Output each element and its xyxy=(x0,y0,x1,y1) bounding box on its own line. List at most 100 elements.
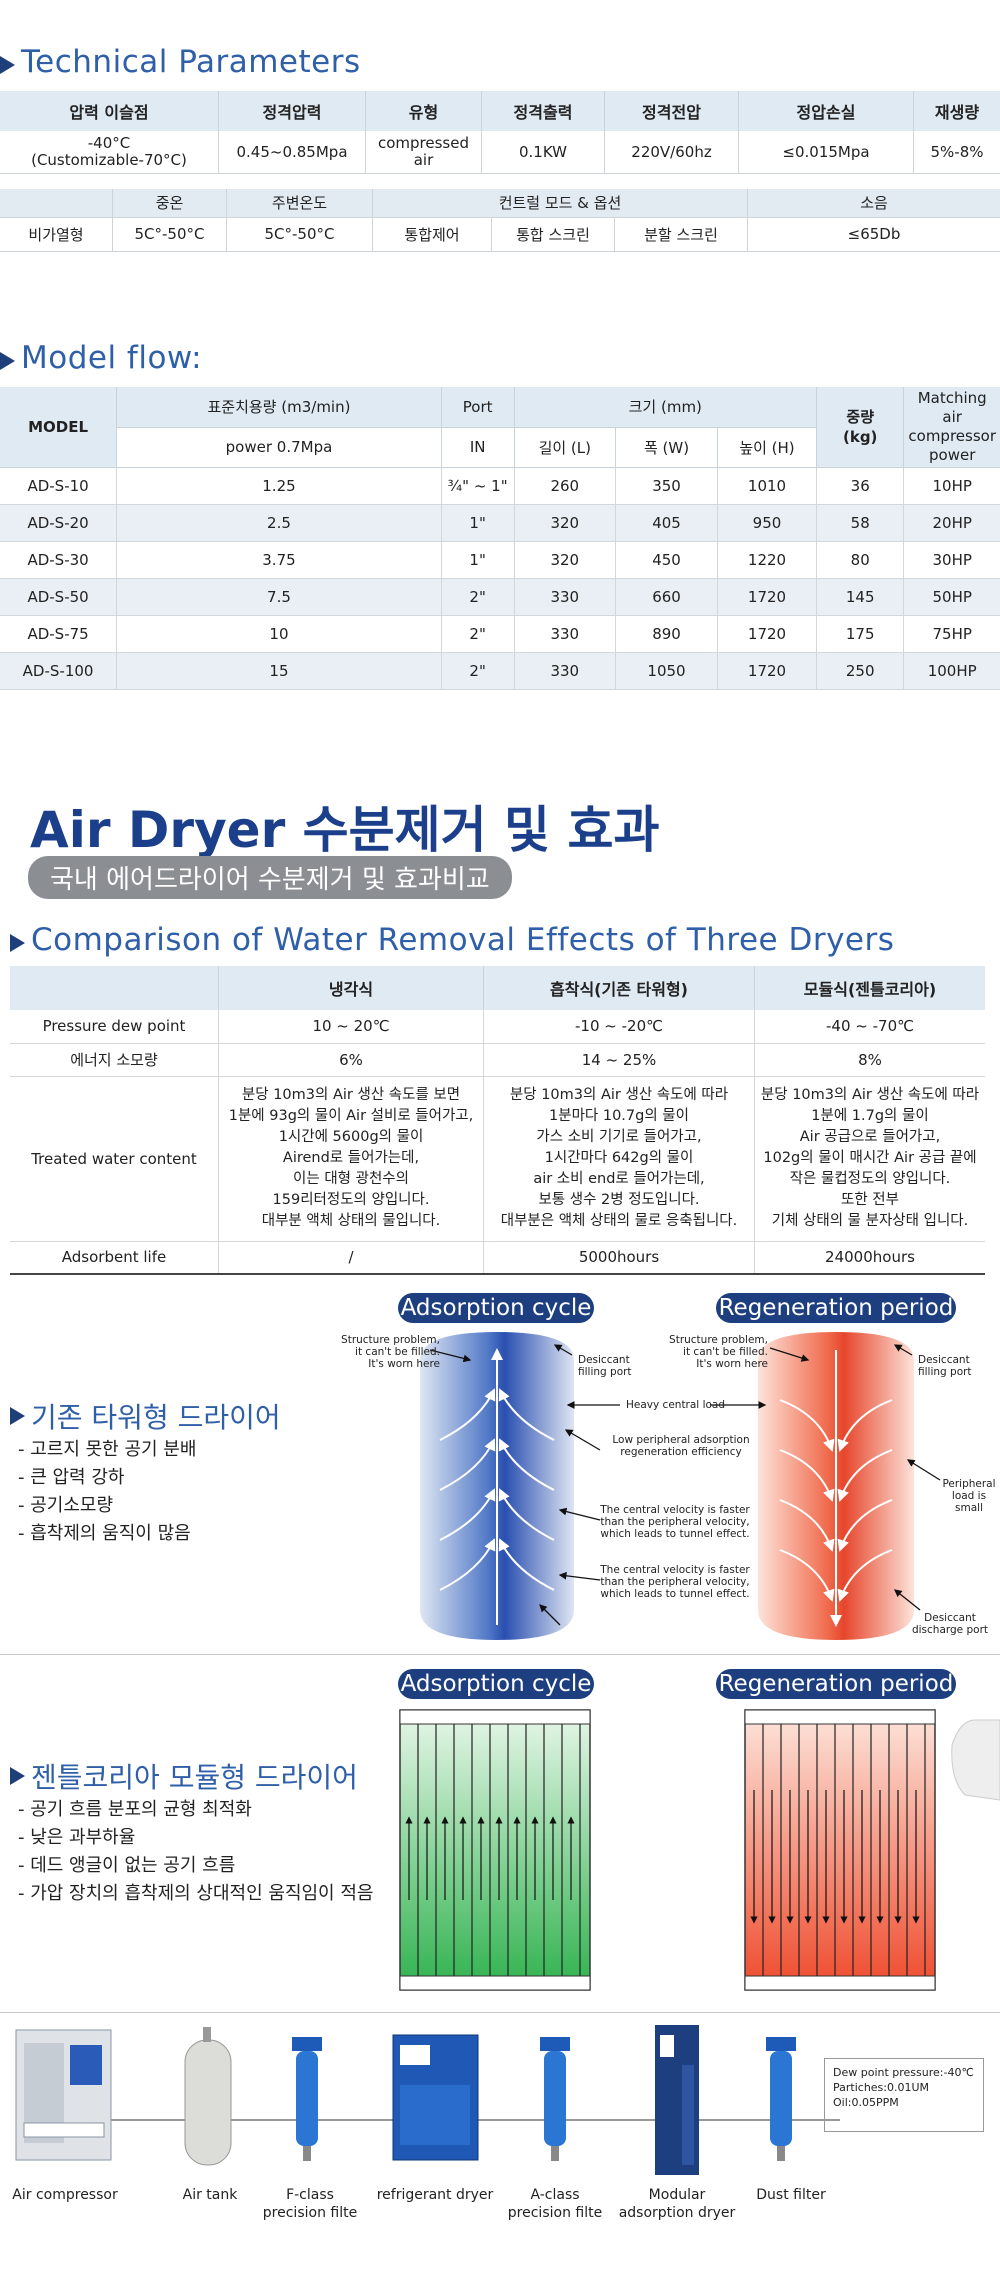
th-power: power 0.7Mpa xyxy=(116,427,442,469)
spec-line: Partiches:0.01UM xyxy=(833,2081,930,2094)
table-cell: ¾" ~ 1" xyxy=(441,467,515,505)
cell: 5C°-50°C xyxy=(226,217,373,252)
cell: 5%-8% xyxy=(913,131,1000,174)
table-cell: 1010 xyxy=(717,467,818,505)
tower-heading: 기존 타워형 드라이어 xyxy=(10,1396,281,1436)
list-item: - 낮은 과부하율 xyxy=(18,1827,136,1848)
spec-line: Dew point pressure:-40℃ xyxy=(833,2066,974,2079)
table-cell: 7.5 xyxy=(116,578,442,616)
table-cell: 330 xyxy=(514,578,617,616)
ann-discharge: Desiccant discharge port xyxy=(911,1612,989,1636)
list-item: - 큰 압력 강하 xyxy=(18,1467,125,1488)
cell: 5000hours xyxy=(483,1241,755,1275)
cell: -40 ~ -70℃ xyxy=(754,1010,985,1044)
caption-f-filter: F-class precision filte xyxy=(262,2187,358,2221)
table-cell: AD-S-10 xyxy=(0,467,118,505)
ann-peripheral: Peripheral load is small xyxy=(942,1478,996,1514)
table-cell: 15 xyxy=(116,652,442,690)
ann-structure-left: Structure problem, it can't be filled. I… xyxy=(341,1334,440,1370)
th-weight: 중량 (kg) xyxy=(816,387,905,468)
modular-heading: 젠틀코리아 모듈형 드라이어 xyxy=(10,1756,358,1796)
modular-bullets: - 공기 흐름 분포의 균형 최적화 - 낮은 과부하율 - 데드 앵글이 없는… xyxy=(18,1796,373,1908)
cell: ≤0.015Mpa xyxy=(738,131,914,174)
th-adsorption: 흡착식(기존 타워형) xyxy=(483,966,755,1010)
table-cell: 1050 xyxy=(615,652,718,690)
table-cell: 2.5 xyxy=(116,504,442,542)
cell: -40°C (Customizable-70°C) xyxy=(0,131,219,174)
table-cell: 660 xyxy=(615,578,718,616)
model-flow-title: Model flow: xyxy=(0,340,202,376)
cell: 8% xyxy=(754,1043,985,1077)
th-width: 폭 (W) xyxy=(615,427,718,469)
table-cell: 1720 xyxy=(717,615,818,653)
table-cell: 30HP xyxy=(903,541,1000,579)
triangle-bullet-icon xyxy=(10,933,25,952)
cell: 분당 10m3의 Air 생산 속도에 따라 1분에 1.7g의 물이 Air … xyxy=(754,1076,985,1242)
cell: 통합제어 xyxy=(372,217,492,252)
table-cell: 950 xyxy=(717,504,818,542)
technical-title: Technical Parameters xyxy=(0,44,361,80)
modular-dryer-icon xyxy=(655,2025,699,2175)
cell: 10 ~ 20℃ xyxy=(218,1010,484,1044)
ann-central-1: The central velocity is faster than the … xyxy=(600,1504,750,1540)
triangle-bullet-icon xyxy=(0,351,15,370)
cell: 컨트럴 모드 & 옵션 xyxy=(372,189,748,218)
th-output: 정격출력 xyxy=(481,91,605,131)
tower-diagram xyxy=(420,1332,941,1640)
tower-regeneration-label: Regeneration period xyxy=(716,1293,956,1323)
technical-table: 압력 이슬점 정격압력 유형 정격출력 정격전압 정압손실 재생량 -40°C … xyxy=(0,91,1000,174)
table-cell: 1" xyxy=(441,504,515,542)
refrigerant-dryer-icon xyxy=(392,2034,479,2161)
cell: 14 ~ 25% xyxy=(483,1043,755,1077)
green-module xyxy=(399,1709,591,1991)
th-blank xyxy=(10,966,219,1010)
list-item: - 흡착제의 움직이 많음 xyxy=(18,1523,191,1544)
triangle-bullet-icon xyxy=(10,1767,25,1785)
table-cell: AD-S-75 xyxy=(0,615,118,653)
cell: ≤65Db xyxy=(747,217,1000,252)
table-cell: 320 xyxy=(514,541,617,579)
table-cell: 1720 xyxy=(717,652,818,690)
table-cell: 58 xyxy=(816,504,905,542)
table-cell: 405 xyxy=(615,504,718,542)
desiccant-image xyxy=(951,1719,1000,1801)
cell: 에너지 소모량 xyxy=(10,1043,219,1077)
table-cell: 1.25 xyxy=(116,467,442,505)
cell xyxy=(0,189,113,218)
comparison-title: Comparison of Water Removal Effects of T… xyxy=(10,922,894,958)
f-filter-icon xyxy=(292,2037,322,2161)
table-cell: 350 xyxy=(615,467,718,505)
th-capacity: 표준치용량 (m3/min) xyxy=(116,387,442,428)
cell: 0.1KW xyxy=(481,131,605,174)
th-dewpoint: 압력 이슬점 xyxy=(0,91,219,131)
table-cell: 320 xyxy=(514,504,617,542)
list-item: - 공기소모량 xyxy=(18,1495,114,1516)
cell: 분당 10m3의 Air 생산 속도에 따라 1분마다 10.7g의 물이 가스… xyxy=(483,1076,755,1242)
list-item: - 공기 흐름 분포의 균형 최적화 xyxy=(18,1799,252,1820)
table-cell: 260 xyxy=(514,467,617,505)
spec-box: Dew point pressure:-40℃ Partiches:0.01UM… xyxy=(824,2058,984,2132)
table-cell: 1" xyxy=(441,541,515,579)
table-cell: 250 xyxy=(816,652,905,690)
cell: 5C°-50°C xyxy=(112,217,227,252)
table-cell: 1220 xyxy=(717,541,818,579)
cell: 0.45~0.85Mpa xyxy=(218,131,366,174)
table-cell: 100HP xyxy=(903,652,1000,690)
spec-line: Oil:0.05PPM xyxy=(833,2096,899,2109)
th-cooling: 냉각식 xyxy=(218,966,484,1010)
air-dryer-title: Air Dryer 수분제거 및 효과 xyxy=(30,801,660,859)
cell: 비가열형 xyxy=(0,217,113,252)
th-height: 높이 (H) xyxy=(717,427,818,469)
cell: -10 ~ -20℃ xyxy=(483,1010,755,1044)
caption-refrigerant-dryer: refrigerant dryer xyxy=(376,2187,494,2203)
cell: Treated water content xyxy=(10,1076,219,1242)
caption-air-compressor: Air compressor xyxy=(12,2187,118,2203)
equipment-flow xyxy=(15,2025,840,2175)
caption-dust-filter: Dust filter xyxy=(756,2187,826,2203)
air-tank-icon xyxy=(184,2027,232,2166)
divider xyxy=(0,1654,1000,1655)
